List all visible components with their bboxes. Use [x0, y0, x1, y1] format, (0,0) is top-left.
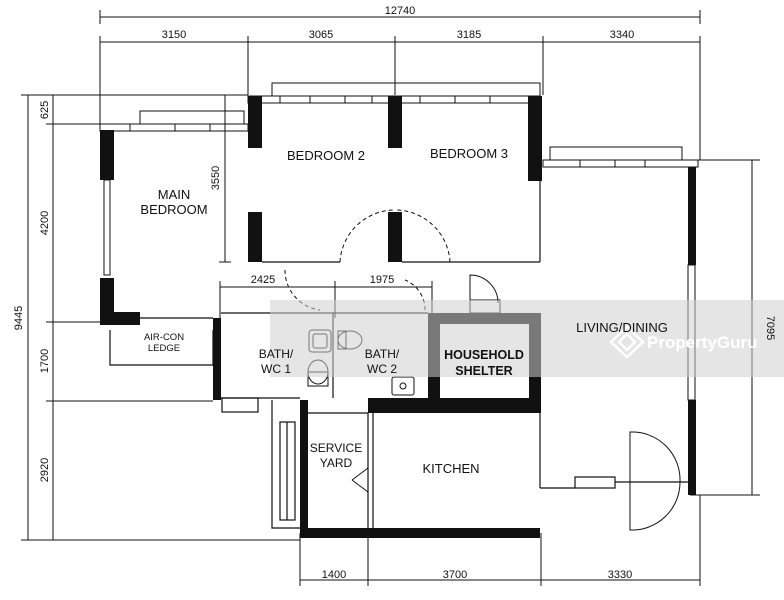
overall-width-label: 12740 [385, 5, 416, 17]
bedroom-depth-dim: 3550 [210, 166, 222, 190]
watermark: PropertyGuru [270, 300, 784, 377]
left-total-dim: 9445 [13, 306, 25, 330]
room-living-dining: LIVING/DINING [576, 320, 668, 335]
room-bath-2-line1: BATH/ [365, 347, 400, 361]
room-service-yard-line1: SERVICE [310, 441, 362, 455]
inner-dim-2: 1975 [370, 274, 394, 286]
room-aircon-line2: LEDGE [148, 343, 180, 354]
room-labels: BEDROOM 2 BEDROOM 3 MAIN BEDROOM AIR-CON… [140, 146, 667, 476]
inner-dim-1: 2425 [251, 274, 275, 286]
room-household-shelter-line2: SHELTER [455, 364, 512, 378]
room-service-yard-line2: YARD [320, 456, 353, 470]
room-bath-1-line1: BATH/ [259, 347, 294, 361]
top-dim-1: 3150 [162, 29, 186, 41]
bottom-dim-3: 3330 [608, 569, 632, 581]
room-bath-2-line2: WC 2 [367, 362, 397, 376]
dimension-lines [21, 10, 760, 586]
left-dim-1: 625 [39, 101, 51, 119]
watermark-text: PropertyGuru [647, 333, 758, 352]
left-dim-3: 1700 [39, 349, 51, 373]
room-aircon-line1: AIR-CON [144, 332, 184, 343]
propertyguru-logo-icon [609, 325, 645, 359]
room-kitchen: KITCHEN [422, 461, 479, 476]
room-main-bedroom-line2: BEDROOM [140, 202, 207, 217]
room-bath-1-line2: WC 1 [261, 362, 291, 376]
top-dim-4: 3340 [610, 29, 634, 41]
room-bedroom-2: BEDROOM 2 [287, 148, 365, 163]
bottom-dim-1: 1400 [322, 569, 346, 581]
right-dim: 7095 [764, 316, 776, 340]
bottom-dim-2: 3700 [443, 569, 467, 581]
left-dim-4: 2920 [39, 458, 51, 482]
top-dim-3: 3185 [457, 29, 481, 41]
room-household-shelter-line1: HOUSEHOLD [444, 348, 524, 362]
room-bedroom-3: BEDROOM 3 [430, 146, 508, 161]
dimension-text: 12740 3150 3065 3185 3340 2425 1975 1400… [13, 5, 776, 581]
left-dim-2: 4200 [39, 211, 51, 235]
room-main-bedroom-line1: MAIN [158, 187, 191, 202]
top-dim-2: 3065 [309, 29, 333, 41]
